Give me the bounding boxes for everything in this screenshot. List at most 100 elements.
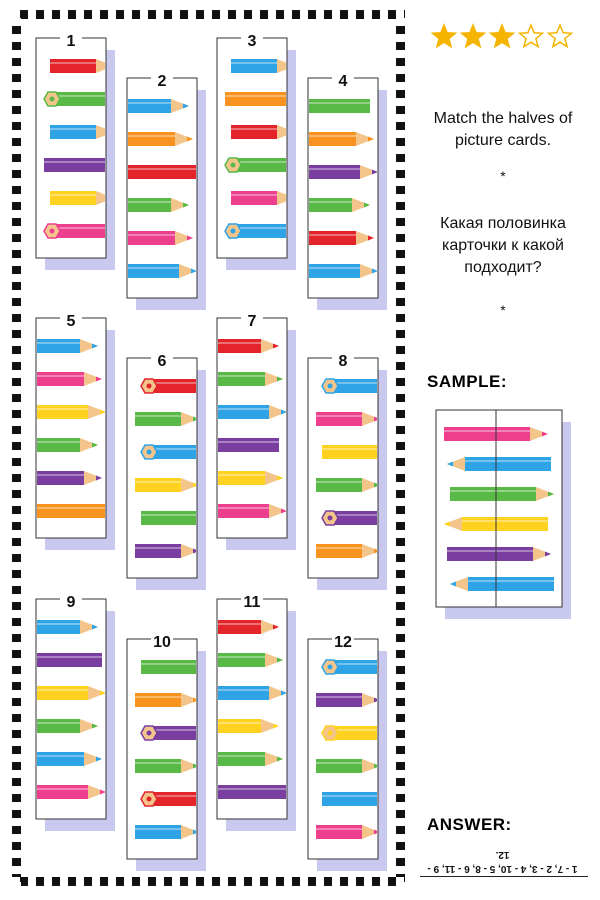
pencil-half xyxy=(309,231,374,245)
pencil-half xyxy=(37,438,98,452)
pencil-half xyxy=(140,378,196,394)
star-filled-icon xyxy=(459,22,487,49)
separator-star: * xyxy=(500,302,506,318)
pencil-half xyxy=(141,660,196,674)
pencil-half xyxy=(50,125,105,139)
pencil-half xyxy=(316,693,377,707)
pencil-half xyxy=(309,132,374,146)
picture-card[interactable]: 5 xyxy=(30,312,115,550)
picture-card[interactable]: 9 xyxy=(30,593,115,831)
pencil-half xyxy=(37,620,98,634)
pencil-half xyxy=(37,785,105,799)
pencil-half xyxy=(43,223,105,239)
card-number: 9 xyxy=(67,594,76,611)
card-number: 12 xyxy=(334,634,352,651)
instructions-english: Match the halves of picture cards. xyxy=(433,110,573,149)
pencil-half xyxy=(44,158,105,172)
pencil-half xyxy=(218,438,279,452)
pencil-half xyxy=(316,825,377,839)
pencil-half xyxy=(225,92,286,106)
star-filled-icon xyxy=(430,22,458,49)
pencil-half xyxy=(231,59,286,73)
card-number: 6 xyxy=(158,353,167,370)
card-number: 10 xyxy=(153,634,171,651)
picture-card[interactable]: 2 xyxy=(121,72,206,310)
sample-pencil xyxy=(450,487,554,501)
star-filled-icon xyxy=(488,22,516,49)
picture-card[interactable]: 4 xyxy=(302,72,387,310)
picture-card[interactable]: 10 xyxy=(126,633,206,871)
pencil-half xyxy=(141,511,196,525)
sample-pencil xyxy=(447,547,551,561)
pencil-half xyxy=(140,791,196,807)
pencil-half xyxy=(37,719,98,733)
pencil-half xyxy=(140,725,196,741)
pencil-half xyxy=(50,191,105,205)
sample-pencil xyxy=(444,517,548,531)
card-number: 2 xyxy=(158,73,167,90)
pencil-half xyxy=(321,378,377,394)
pencil-half xyxy=(128,165,196,179)
sample-pencil xyxy=(447,457,551,471)
pencil-half xyxy=(37,752,102,766)
pencil-half xyxy=(321,510,377,526)
pencil-half xyxy=(321,725,377,741)
picture-card[interactable]: 11 xyxy=(211,593,296,831)
pencil-half xyxy=(43,91,105,107)
difficulty-rating xyxy=(430,22,580,50)
pencil-half xyxy=(309,165,377,179)
pencil-half xyxy=(316,478,377,492)
pencil-half xyxy=(218,752,283,766)
picture-card[interactable]: 12 xyxy=(307,633,387,871)
pencil-half xyxy=(224,157,286,173)
picture-card[interactable]: 6 xyxy=(126,352,206,590)
pencil-half xyxy=(218,653,283,667)
picture-card[interactable]: 7 xyxy=(211,312,296,550)
card-number: 3 xyxy=(248,33,257,50)
pencil-half xyxy=(128,99,189,113)
pencil-half xyxy=(135,825,196,839)
pencil-half xyxy=(135,412,196,426)
card-number: 11 xyxy=(244,594,261,611)
card-number: 1 xyxy=(67,33,76,50)
pencil-half xyxy=(218,471,283,485)
pencil-half xyxy=(231,191,286,205)
pencil-half xyxy=(309,198,370,212)
pencil-half xyxy=(218,719,279,733)
picture-card[interactable]: 3 xyxy=(216,32,296,270)
pencil-half xyxy=(135,544,196,558)
pencil-half xyxy=(322,792,377,806)
card-number: 4 xyxy=(339,73,348,90)
sample-label: SAMPLE: xyxy=(427,372,507,391)
pencil-half xyxy=(128,132,193,146)
pencil-half xyxy=(37,471,102,485)
answer-underline xyxy=(420,876,588,877)
pencil-half xyxy=(316,759,377,773)
pencil-half xyxy=(135,759,196,773)
pencil-half xyxy=(321,659,377,675)
pencil-half xyxy=(37,339,98,353)
pencil-half xyxy=(218,372,283,386)
pencil-half xyxy=(316,544,377,558)
pencil-half xyxy=(128,264,196,278)
pencil-half xyxy=(218,620,279,634)
picture-card[interactable]: 1 xyxy=(35,32,115,270)
answer-key: 1 - 7, 2 - 3, 4 - 10, 5 - 8, 6 - 11, 9 -… xyxy=(427,849,578,874)
answer-label: ANSWER: xyxy=(427,815,512,834)
pencil-half xyxy=(135,693,196,707)
pencil-half xyxy=(37,405,105,419)
pencil-half xyxy=(218,686,286,700)
picture-card[interactable]: 8 xyxy=(307,352,387,590)
pencil-half xyxy=(128,198,189,212)
sample-pencil xyxy=(444,427,548,441)
instructions-russian: Какая половинка карточки к какой подходи… xyxy=(440,215,566,276)
pencil-half xyxy=(316,412,377,426)
pencil-half xyxy=(128,231,193,245)
pencil-half xyxy=(37,372,102,386)
card-number: 8 xyxy=(339,353,348,370)
pencil-half xyxy=(135,478,196,492)
sample-card xyxy=(435,409,571,619)
pencil-half xyxy=(309,99,370,113)
